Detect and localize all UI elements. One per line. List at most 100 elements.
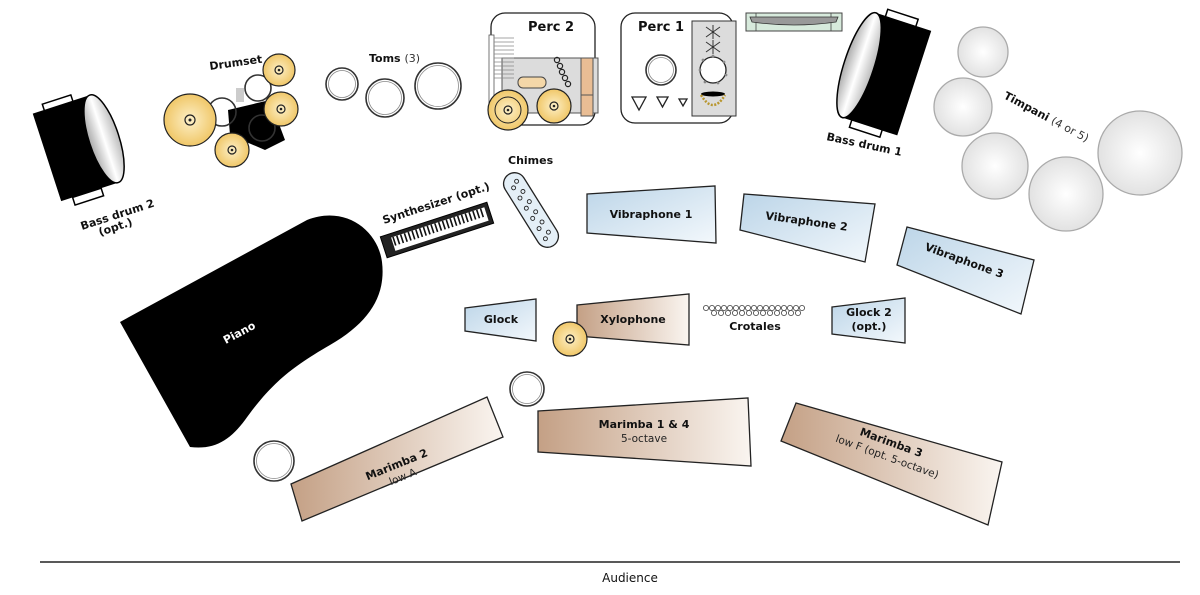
crotale-disc [744,304,752,312]
marimba-1-4: Marimba 1 & 4 5-octave [537,397,752,467]
vibraphone-1: Vibraphone 1 [586,185,717,244]
crotale-disc [780,309,788,317]
marimba-3: Marimba 3 low F (opt. 5-octave) [780,402,1003,526]
triangle-medium [655,96,670,109]
timpano [961,132,1029,200]
synth-black-key [430,224,435,234]
cabasa [701,91,725,97]
synth-black-key [396,235,401,245]
synth-black-key [445,219,450,229]
perc1-drum [645,54,677,86]
toms [325,62,462,118]
chimes-frame [502,172,560,248]
synth-black-key [434,223,439,233]
triangle-small [677,98,689,108]
chimes-label: Chimes [508,154,554,167]
synth-black-key [411,230,416,240]
perc1-station [620,12,737,124]
crotale-disc [798,304,806,312]
crotale-disc [724,309,732,317]
marimba-3-shape [780,402,1003,526]
crotale-disc [731,309,739,317]
synth-black-key [453,216,458,226]
marimba-drum-left [253,440,295,482]
glock: Glock [464,298,537,342]
woodblock [517,76,547,89]
synthesizer [379,201,495,259]
synth-black-key [392,236,397,246]
timpani [933,26,1183,232]
marimba-drum-center [509,371,545,407]
glock-label: Glock [484,313,519,326]
synth-black-key [418,228,424,238]
sleigh-bells [553,56,572,88]
synth-black-key [415,229,420,239]
bass-drum-head [83,94,125,184]
synth-black-key [472,210,477,220]
crotale-disc [774,304,782,312]
timpano [1097,110,1183,196]
bass-drum-1 [836,8,932,139]
chimes-tubes [511,178,551,242]
xylophone-cymbal [552,321,588,357]
hihat-stand [236,88,244,102]
audience-label: Audience [602,571,658,585]
rack-tom [244,74,272,102]
vibraphone-1-shape [586,185,717,244]
synthesizer-keys [391,207,489,251]
timpano [933,77,993,137]
synth-black-key [437,221,443,231]
xylophone: Xylophone [576,293,690,346]
synth-black-key [468,211,473,222]
crotale-disc [773,309,781,317]
synth-black-key [449,218,454,228]
synth-black-key [399,234,405,244]
perc2-label: Perc 2 [528,20,574,35]
crotale-disc [732,304,740,312]
crotale-disc [745,309,753,317]
synthesizer-black-keys [392,208,485,246]
marimba-1-4-sub: 5-octave [621,433,667,445]
synth-black-key [456,215,462,225]
crotale-disc [780,304,788,312]
glock-shape [464,298,537,342]
crotale-disc [794,309,802,317]
piano: Piano [120,215,383,448]
synth-black-key [475,209,481,219]
perc2-station [487,12,599,131]
timpani-label: Timpani (4 or 5) [1002,89,1091,145]
vibraphone-2-shape [739,193,876,263]
crotale-disc [750,304,758,312]
synth-black-key [464,213,469,223]
crotale-disc [759,309,767,317]
crotale-disc [720,304,728,312]
triangle-large [630,96,648,112]
chimes [502,172,560,248]
glock-2-label: Glock 2 [846,306,892,319]
crotale-disc [714,304,722,312]
tom-small [325,67,359,101]
vibraphone-3: Vibraphone 3 [896,226,1035,315]
crotale-disc [738,309,746,317]
floor-tom [248,114,276,142]
crotale-disc [756,304,764,312]
crotales-label: Crotales [729,320,781,333]
piano-body [120,215,383,448]
mark-tree [488,34,495,106]
drumset [163,53,299,168]
synth-black-key [403,232,408,243]
timpano [957,26,1009,78]
marimba-1-4-shape [537,397,752,467]
perc1-label: Perc 1 [638,20,684,35]
thunder-sheet-plate [749,16,839,26]
crotales: Crotales [702,304,806,333]
synth-black-key [441,220,446,230]
crotale-disc [738,304,746,312]
shakers [705,25,721,54]
crotale-disc [768,304,776,312]
tom-large [414,62,462,110]
crotale-disc [708,304,716,312]
crotale-disc [726,304,734,312]
glock-2: Glock 2 (opt.) [831,297,906,344]
